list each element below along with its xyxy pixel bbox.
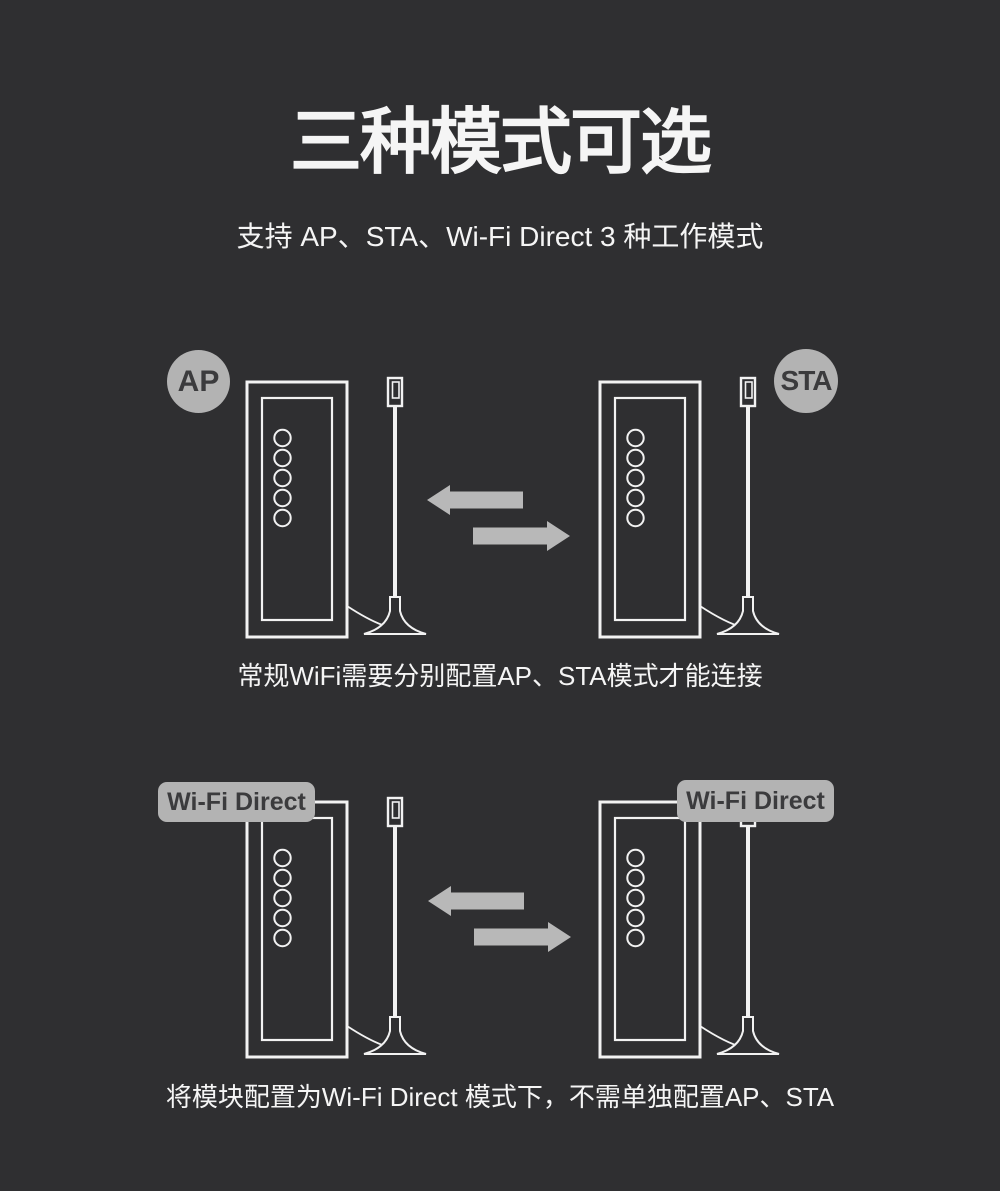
device-module-icon [245, 380, 349, 639]
page-subtitle: 支持 AP、STA、Wi-Fi Direct 3 种工作模式 [236, 221, 764, 252]
normal-mode-caption: 常规WiFi需要分别配置AP、STA模式才能连接 [237, 661, 763, 691]
antenna-icon [715, 796, 781, 1056]
ap-mode-badge: AP [167, 350, 230, 413]
wifi-direct-caption: 将模块配置为Wi-Fi Direct 模式下，不需单独配置AP、STA [165, 1082, 835, 1112]
device-module-icon [245, 800, 349, 1059]
normal-mode-diagram [245, 376, 781, 639]
ap-mode-badge-label: AP [177, 364, 220, 398]
wifi-direct-badge-right-label: Wi-Fi Direct [686, 786, 825, 815]
wifi-direct-diagram [245, 796, 781, 1059]
device-module-icon [598, 380, 702, 639]
swap-arrows-icon [427, 485, 570, 551]
page-title: 三种模式可选 [289, 103, 712, 183]
antenna-icon [362, 376, 428, 636]
antenna-icon [362, 796, 428, 1056]
device-module-icon [598, 800, 702, 1059]
wifi-direct-badge-right: Wi-Fi Direct [677, 780, 834, 822]
wifi-direct-badge-left: Wi-Fi Direct [158, 782, 315, 822]
sta-mode-badge: STA [774, 349, 838, 413]
wifi-direct-badge-left-label: Wi-Fi Direct [167, 787, 306, 816]
swap-arrows-icon [428, 886, 571, 952]
antenna-icon [715, 376, 781, 636]
sta-mode-badge-label: STA [780, 365, 833, 396]
